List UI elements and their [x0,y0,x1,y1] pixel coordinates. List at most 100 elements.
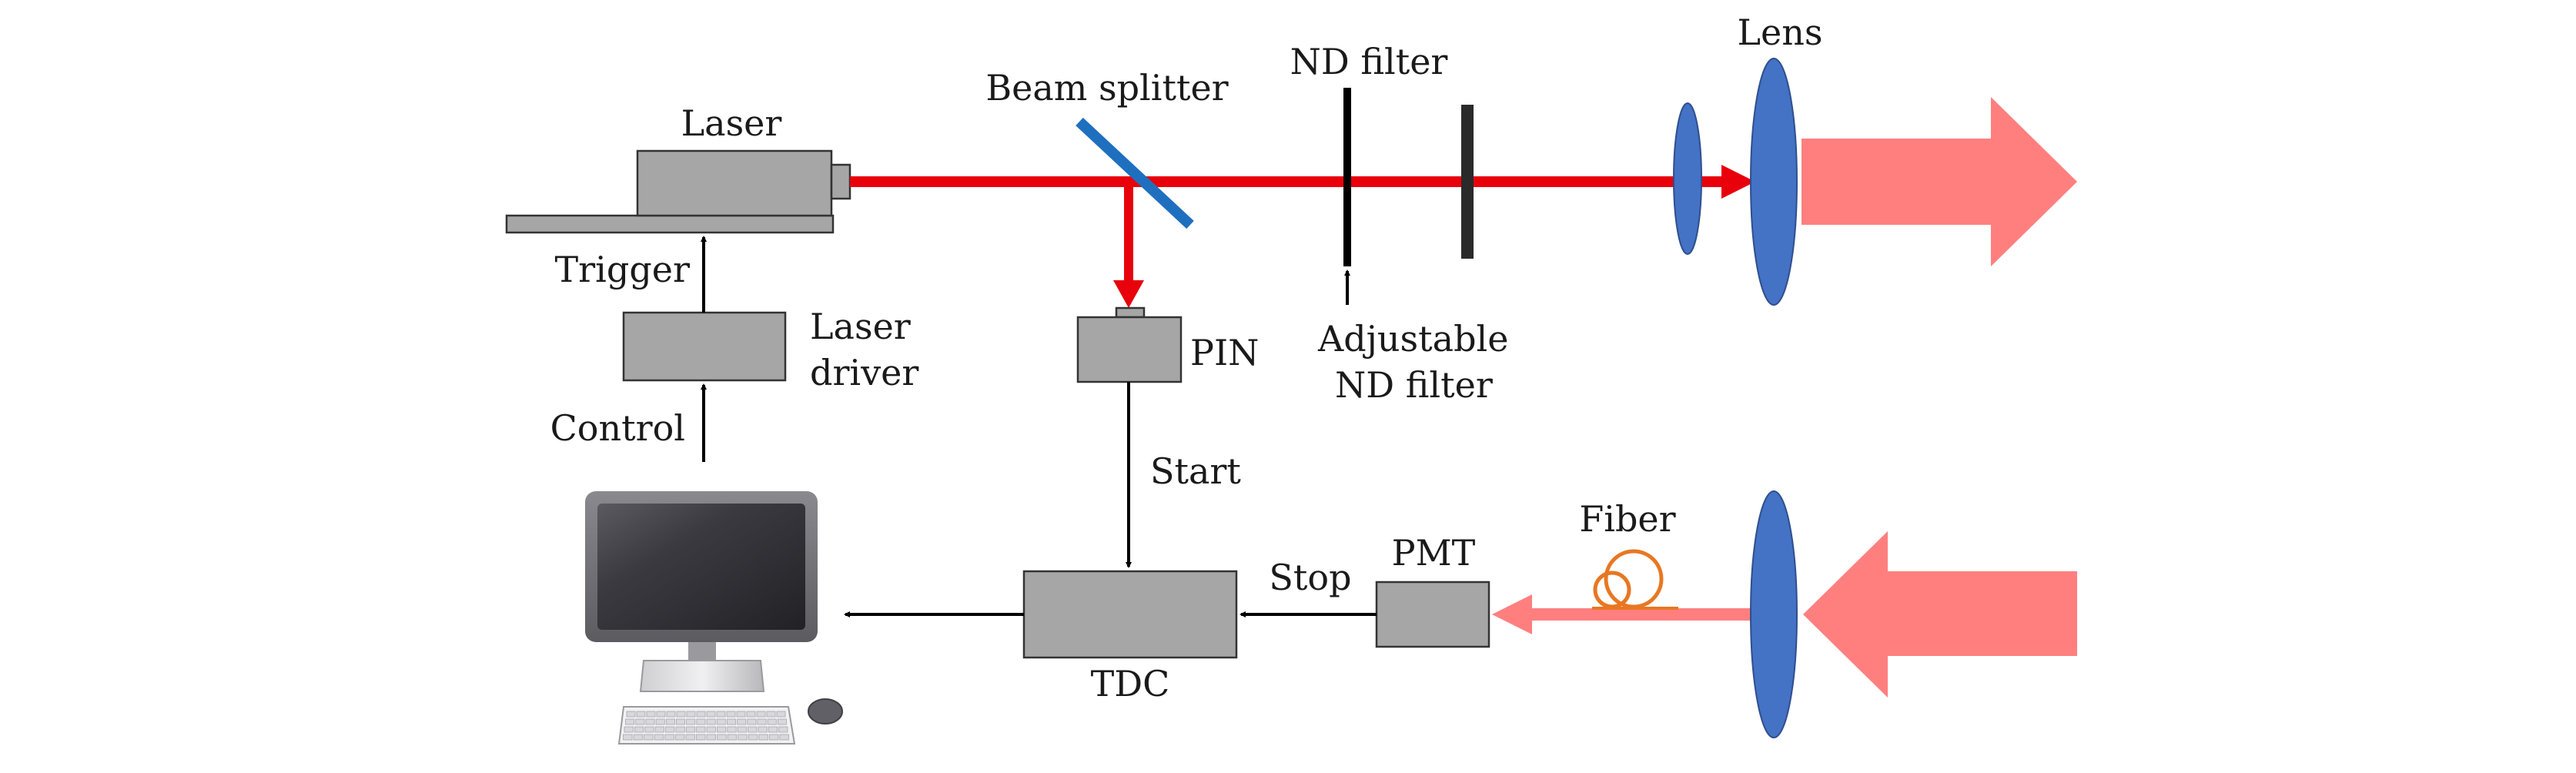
keyboard-key [706,734,717,741]
keyboard-key [626,711,636,718]
pin-label: PIN [1190,332,1259,373]
fiber-coil-outer [1604,549,1664,609]
keyboard-key [736,711,746,718]
keyboard-key [727,718,737,725]
laser-driver-label-line2: driver [810,352,918,393]
keyboard-key [636,711,646,718]
keyboard-key [696,734,706,741]
keyboard-key [757,718,767,725]
keyboard-key [686,718,696,725]
keyboard-key [727,726,737,733]
fiber-label: Fiber [1579,498,1675,540]
keyboard-key [625,718,635,725]
keyboard-key [746,711,756,718]
keyboard-key [737,718,747,725]
control-label: Control [550,407,685,449]
keyboard-key [654,726,664,733]
keyboard-icon [617,706,796,745]
adjustable-nd-label-line1: Adjustable [1317,318,1508,360]
pmt-label: PMT [1392,532,1476,574]
start-label: Start [1150,450,1241,492]
tdc-box [1022,570,1238,659]
keyboard-key [738,734,748,741]
keyboard-key [655,718,665,725]
keyboard-key [696,711,706,718]
monitor-stand [639,660,765,692]
keyboard-key [666,711,676,718]
keyboard-key [776,711,786,718]
keyboard-key [696,718,706,725]
laser-aperture [830,163,851,200]
laser-base-plate [505,214,835,234]
return-beam-arrowhead [1492,594,1532,634]
keyboard-key [685,734,695,741]
lens-label: Lens [1737,12,1822,53]
keyboard-key [748,734,758,741]
keyboard-key [664,734,674,741]
nd-filter-label: ND filter [1290,41,1448,82]
keyboard-key [777,718,787,725]
keyboard-key [768,726,778,733]
lens-transmit [1750,58,1798,306]
laser-driver-box [622,311,787,382]
adjustable-nd-label-line2: ND filter [1335,364,1493,406]
keyboard-key [644,726,654,733]
lens-small [1673,102,1702,255]
laser-beam-arrowhead [1721,165,1755,199]
keyboard-key [644,734,654,741]
desktop-computer-icon [585,491,818,692]
nd-filter [1461,105,1474,259]
keyboard-key [686,711,696,718]
mouse-body [808,698,843,724]
keyboard-key [645,718,655,725]
keyboard-key [779,734,789,741]
keyboard-key [778,726,788,733]
monitor-neck [688,642,716,661]
keyboard-key [674,734,685,741]
keyboard-key [665,718,675,725]
keyboard-key [665,726,675,733]
beam-splitter-label: Beam splitter [985,67,1228,109]
keyboard-key [656,711,666,718]
tdc-label: TDC [1091,663,1170,704]
keyboard-key [748,726,758,733]
fiber-coil-inner [1593,571,1631,609]
keyboard-keys [623,711,789,741]
pin-detector-box [1076,316,1183,383]
keyboard-key [727,734,738,741]
monitor-screen [597,504,805,630]
keyboard-key [676,711,686,718]
keyboard-key [676,718,686,725]
keyboard-key [654,734,664,741]
keyboard-key [646,711,656,718]
keyboard-key [675,726,685,733]
keyboard-key [706,726,716,733]
keyboard-key [769,734,779,741]
keyboard-key [726,711,736,718]
keyboard-key [756,711,766,718]
laser-driver-label-line1: Laser [810,306,911,347]
keyboard-key [706,718,716,725]
keyboard-key [716,718,726,725]
beam-splitter [1076,117,1194,229]
keyboard-key [717,734,727,741]
split-beam-arrowhead [1113,280,1144,308]
stop-label: Stop [1269,557,1351,598]
keyboard-key [758,726,768,733]
keyboard-key [737,726,747,733]
keyboard-key [716,711,726,718]
laser-body [636,149,833,217]
pin-window [1115,306,1146,319]
outgoing-light-arrow [1802,97,2077,266]
keyboard-key [766,711,776,718]
keyboard-key [685,726,696,733]
keyboard-key [696,726,706,733]
laser-label: Laser [681,102,782,144]
incoming-light-arrow [1803,531,2077,698]
pmt-box [1375,581,1490,648]
trigger-label: Trigger [555,249,691,290]
mouse-icon [808,698,843,724]
keyboard-key [623,734,633,741]
